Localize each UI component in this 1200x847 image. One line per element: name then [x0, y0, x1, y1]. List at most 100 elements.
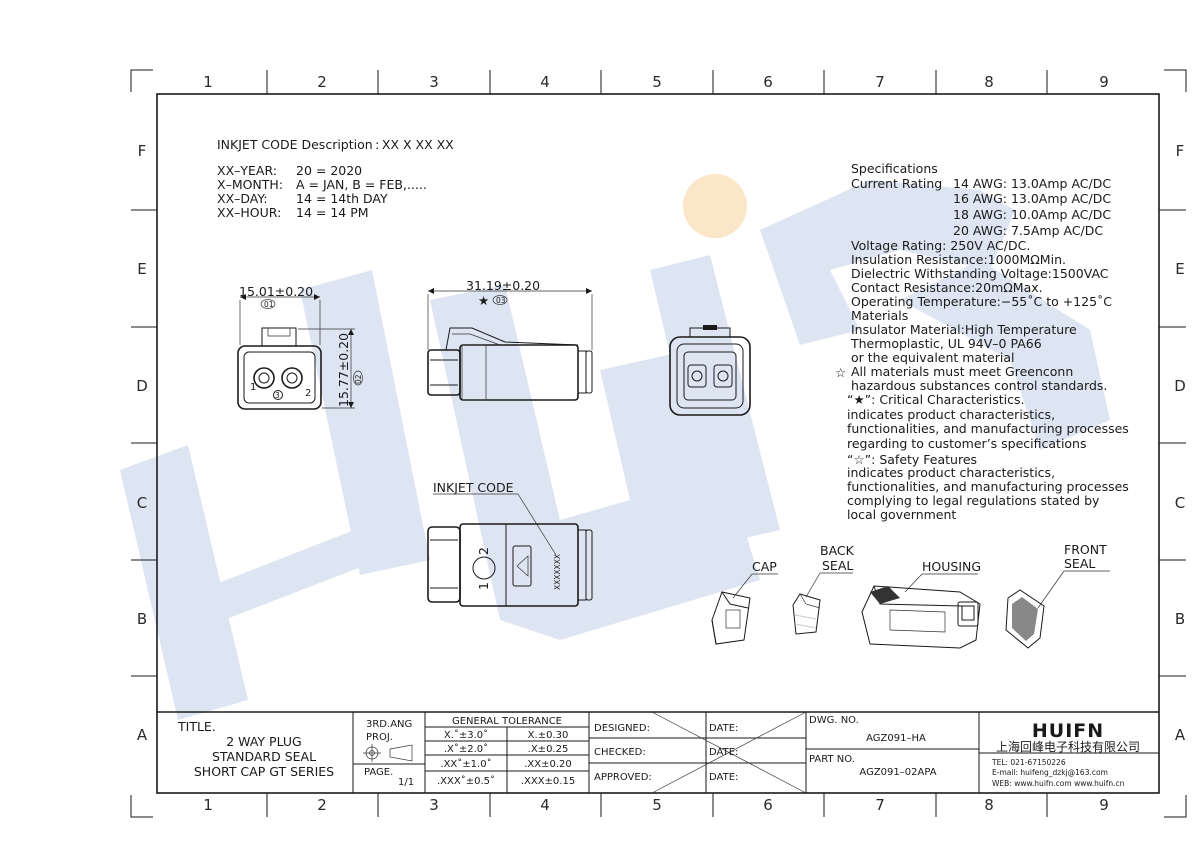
title-line-3: SHORT CAP GT SERIES — [194, 764, 334, 779]
grid-row-b: B — [1175, 610, 1185, 628]
grid-row-f: F — [1176, 142, 1185, 160]
spec-insulation: Insulation Resistance:1000MΩMin. — [851, 252, 1066, 267]
front-seal-callout-1: FRONT — [1064, 542, 1107, 557]
spec-temperature: Operating Temperature:−55˚C to +125˚C — [851, 294, 1112, 309]
designed-date-label: DATE: — [709, 723, 738, 734]
grid-row-f: F — [138, 142, 147, 160]
bottom-view: INKJET CODE 1 2 XXXXXXX — [427, 480, 593, 607]
tolerance-linear-2: .X±0.25 — [528, 744, 569, 755]
critical-star-icon: ★ — [478, 293, 489, 308]
grid-row-labels-right: F E D C B A — [1174, 142, 1186, 744]
inkjet-code-callout: INKJET CODE — [433, 480, 514, 495]
back-seal-callout-2: SEAL — [822, 558, 853, 573]
inkjet-code-description: INKJET CODE Description : XX X XX XX XX–… — [217, 137, 454, 220]
grid-row-d: D — [136, 377, 148, 395]
grid-col-5: 5 — [652, 796, 662, 814]
inkjet-day-value: 14 = 14th DAY — [296, 191, 388, 206]
inkjet-month-key: X–MONTH: — [217, 177, 283, 192]
grid-row-e: E — [137, 260, 146, 278]
spec-current-label: Current Rating — [851, 176, 942, 191]
pin-1-side-label: 1 — [476, 582, 491, 590]
spec-critical-head: “★”: Critical Characteristics. — [847, 392, 1024, 407]
tolerance-linear-1: X.±0.30 — [528, 730, 569, 741]
inkjet-sample-code: XXXXXXX — [553, 554, 562, 590]
dim-height: 15.77±0.20 — [336, 333, 351, 407]
spec-safety-2: functionalities, and manufacturing proce… — [847, 479, 1129, 494]
grid-ticks — [131, 70, 1186, 817]
grid-row-labels-left: F E D C B A — [136, 142, 148, 744]
front-seal-callout-2: SEAL — [1064, 556, 1095, 571]
inkjet-year-value: 20 = 2020 — [296, 163, 362, 178]
pin-2-side-label: 2 — [476, 547, 491, 555]
grid-col-2: 2 — [317, 73, 327, 91]
grid-col-6: 6 — [763, 73, 773, 91]
grid-col-8: 8 — [984, 73, 994, 91]
projection-label-2: PROJ. — [366, 732, 393, 743]
grid-col-5: 5 — [652, 73, 662, 91]
grid-row-d: D — [1174, 377, 1186, 395]
grid-col-9: 9 — [1099, 73, 1109, 91]
inkjet-month-value: A = JAN, B = FEB,..... — [296, 177, 427, 192]
grid-col-7: 7 — [875, 796, 885, 814]
spec-current-4: 20 AWG: 7.5Amp AC/DC — [953, 223, 1103, 238]
spec-green-2: hazardous substances control standards. — [851, 378, 1107, 393]
tolerance-angle-1: X.˚±3.0˚ — [444, 729, 488, 741]
grid-col-3: 3 — [429, 73, 439, 91]
spec-insulator-2: Thermoplastic, UL 94V–0 PA66 — [850, 336, 1042, 351]
pin-2-label: 2 — [305, 388, 311, 399]
company-email: E-mail: huifeng_dzkj@163.com — [992, 768, 1108, 777]
grid-row-e: E — [1175, 260, 1184, 278]
inkjet-hour-key: XX–HOUR: — [217, 205, 281, 220]
part-number-label: PART NO. — [809, 754, 855, 765]
grid-col-3: 3 — [429, 796, 439, 814]
spec-contact: Contact Resistance:20mΩMax. — [851, 280, 1043, 295]
dim-width: 15.01±0.20 — [239, 284, 313, 299]
housing-callout: HOUSING — [922, 559, 981, 574]
spec-current-2: 16 AWG: 13.0Amp AC/DC — [953, 191, 1111, 206]
spec-insulator-3: or the equivalent material — [851, 350, 1014, 365]
grid-column-labels-bottom: 1 2 3 4 5 6 7 8 9 — [203, 796, 1109, 814]
cap-callout: CAP — [752, 559, 777, 574]
company-logo: HUIFN — [1032, 720, 1104, 742]
spec-current-1: 14 AWG: 13.0Amp AC/DC — [953, 176, 1111, 191]
tolerance-header: GENERAL TOLERANCE — [452, 716, 562, 727]
drawing-number-value: AGZ091–HA — [866, 733, 926, 744]
spec-safety-head: “☆”: Safety Features — [847, 452, 977, 467]
grid-col-8: 8 — [984, 796, 994, 814]
company-tel: TEL: 021-67150226 — [991, 758, 1066, 767]
title-line-1: 2 WAY PLUG — [226, 734, 302, 749]
grid-row-a: A — [137, 726, 148, 744]
side-view: 31.19±0.20 ★ 03 — [427, 278, 593, 401]
front-view: 15.01±0.20 01 1 2 3 15.77±0.20 02 — [237, 284, 363, 410]
grid-col-7: 7 — [875, 73, 885, 91]
spec-insulator-1: Insulator Material:High Temperature — [851, 322, 1077, 337]
projection-label-1: 3RD.ANG — [366, 719, 412, 730]
grid-col-1: 1 — [203, 73, 213, 91]
spec-critical-2: functionalities, and manufacturing proce… — [847, 421, 1129, 436]
inkjet-hour-value: 14 = 14 PM — [296, 205, 369, 220]
dim-length-tag: 03 — [496, 296, 506, 305]
spec-safety-3: complying to legal regulations stated by — [847, 493, 1100, 508]
pin-3-label: 3 — [275, 391, 280, 400]
rear-view — [669, 325, 751, 416]
safety-star-icon: ☆ — [835, 365, 846, 380]
back-seal-callout-1: BACK — [820, 543, 855, 558]
grid-col-2: 2 — [317, 796, 327, 814]
spec-materials: Materials — [851, 308, 908, 323]
grid-column-labels-top: 1 2 3 4 5 6 7 8 9 — [203, 73, 1109, 91]
spec-green-1: All materials must meet Greenconn — [851, 364, 1073, 379]
drawing-number-label: DWG. NO. — [809, 715, 859, 726]
spec-safety-4: local government — [847, 507, 956, 522]
inkjet-day-key: XX–DAY: — [217, 191, 268, 206]
spec-critical-3: regarding to customer’s specifications — [847, 436, 1087, 451]
spec-voltage: Voltage Rating: 250V AC/DC. — [851, 238, 1030, 253]
tolerance-angle-2: .X˚±2.0˚ — [444, 743, 488, 755]
dim-width-tag: 01 — [264, 300, 274, 309]
grid-col-4: 4 — [540, 796, 550, 814]
spec-heading: Specifications — [851, 161, 938, 176]
grid-col-9: 9 — [1099, 796, 1109, 814]
grid-col-6: 6 — [763, 796, 773, 814]
title-block: TITLE. 2 WAY PLUG STANDARD SEAL SHORT CA… — [157, 711, 1159, 794]
title-label: TITLE. — [177, 719, 216, 734]
